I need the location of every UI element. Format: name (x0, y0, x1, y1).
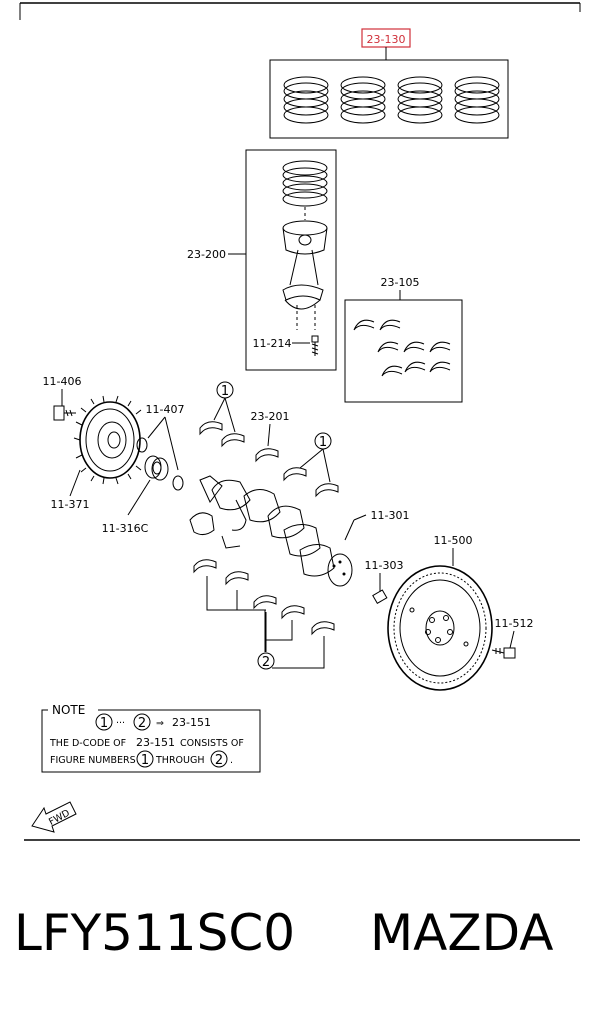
ring-stack (454, 76, 500, 124)
note-dots: ··· (116, 718, 125, 729)
bearing-shell (315, 483, 339, 498)
crank-pulley-group[interactable]: 11-406 11-371 (43, 375, 142, 511)
conrod-bolt (311, 335, 319, 356)
thrust-bearing (255, 448, 279, 463)
note-period: . (230, 755, 233, 766)
pulley-key-group[interactable]: 11-407 (136, 403, 185, 491)
circle-mark-2 (257, 652, 275, 670)
rings-callout[interactable]: 23-130 (361, 28, 411, 60)
flywheel (387, 565, 493, 691)
bearing-shell (225, 571, 249, 586)
label-crank-pulley: 11-371 (51, 498, 90, 511)
note-line2-middle: THROUGH (155, 755, 204, 766)
brand-name: MAZDA (370, 904, 553, 962)
note-line2-circle-1: 1 (141, 753, 149, 768)
note-box: NOTE 1 ··· 2 ⇒ 23-151 THE D-CODE OF 23-1… (41, 703, 261, 773)
bearing-shell (199, 421, 223, 436)
label-pulley-bolt: 11-406 (43, 375, 82, 388)
main-bearings-lower[interactable]: 2 (193, 559, 335, 670)
bearing-shell (193, 559, 217, 574)
pulley-bolt (53, 405, 76, 421)
top-frame (19, 2, 581, 20)
note-line2-prefix: FIGURE NUMBERS (50, 755, 136, 766)
bearing-shell (281, 605, 305, 620)
spacer-ring (136, 437, 148, 453)
fwd-label: FWD (47, 808, 72, 828)
note-code: 23-151 (172, 716, 211, 729)
spacer-ring (172, 475, 184, 491)
conrod-bearings[interactable]: 23-105 (344, 276, 463, 403)
ring-stack (283, 76, 329, 124)
note-line2-circle-2: 2 (215, 753, 223, 768)
label-pulley-key: 11-407 (146, 403, 185, 416)
label-pilot-bearing: 11-316C (102, 522, 149, 535)
pilot-bearing (144, 455, 169, 481)
label-piston-assembly: 23-200 (187, 248, 226, 261)
ring-stack (340, 76, 386, 124)
label-crankshaft: 11-301 (371, 509, 410, 522)
label-conrod-bearings: 23-105 (381, 276, 420, 289)
flywheel-bolt (491, 647, 516, 659)
note-circle-1: 1 (100, 716, 108, 731)
ring-stack (397, 76, 443, 124)
label-flywheel-bolt: 11-512 (495, 617, 534, 630)
label-conrod-bolt: 11-214 (253, 337, 292, 350)
note-line1-suffix: CONSISTS OF (180, 738, 244, 749)
label-rings: 23-130 (367, 33, 406, 46)
fwd-arrow-icon: FWD (31, 801, 77, 833)
piston-rings (282, 160, 328, 207)
flywheel-group[interactable]: 11-500 (387, 534, 493, 691)
bearing-shell (253, 595, 277, 610)
piston-assembly[interactable]: 23-200 11-214 (187, 149, 337, 371)
label-main-bearing-upper: 23-201 (251, 410, 290, 423)
bearing-shell (311, 621, 335, 636)
connecting-rod (282, 249, 324, 310)
circle-mark-1-text: 1 (221, 384, 229, 399)
crankshaft[interactable]: 11-301 (189, 475, 410, 587)
note-line1-code: 23-151 (136, 736, 175, 749)
flywheel-small-bolt[interactable]: 11-303 (365, 559, 404, 605)
note-arrow: ⇒ (156, 718, 164, 729)
bearing-shell (283, 467, 307, 482)
circle-mark-2-text: 2 (262, 655, 270, 670)
label-flywheel: 11-500 (434, 534, 473, 547)
bearing-shell (221, 433, 245, 448)
note-line1-prefix: THE D-CODE OF (49, 738, 126, 749)
piston-ring-set (269, 59, 509, 139)
note-circle-2: 2 (138, 716, 146, 731)
label-flywheel-small-bolt: 11-303 (365, 559, 404, 572)
crank-pulley (73, 395, 142, 485)
flywheel-bolt-group[interactable]: 11-512 (491, 617, 534, 659)
circle-mark-1b-text: 1 (319, 435, 327, 450)
pilot-bearing-group[interactable]: 11-316C (102, 455, 169, 535)
main-bearings-upper[interactable]: 1 23-201 1 (199, 381, 339, 498)
note-title: NOTE (52, 703, 85, 717)
piston (282, 220, 328, 255)
part-number: LFY511SC0 (14, 904, 295, 962)
